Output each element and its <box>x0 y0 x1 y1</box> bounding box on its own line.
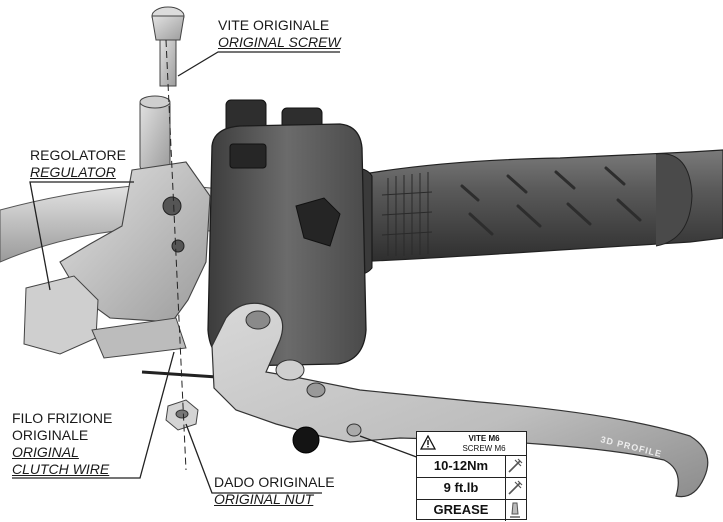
grease-tube-icon <box>510 502 520 518</box>
original-screw <box>151 6 185 87</box>
lubricant-value: GREASE <box>417 499 506 521</box>
original-nut <box>165 399 199 431</box>
spec-row-torque-ftlb: 9 ft.lb <box>417 477 526 500</box>
handlebar-grip <box>345 149 723 276</box>
regulator-label: REGOLATORE REGULATOR <box>30 147 126 181</box>
spec-screw-name-english: SCREW M6 <box>462 444 506 453</box>
spec-row-lubricant: GREASE <box>417 499 526 521</box>
screw-label: VITE ORIGINALE ORIGINAL SCREW <box>218 17 341 51</box>
clutch-wire-label-english-1: ORIGINAL <box>12 444 79 460</box>
clutch-wire-label-italian-1: FILO FRIZIONE <box>12 410 113 426</box>
spec-screw-name-italian: VITE M6 <box>468 434 500 443</box>
warning-icon <box>420 435 436 450</box>
screw-label-italian: VITE ORIGINALE <box>218 17 330 33</box>
assembly-axis-line <box>165 39 187 471</box>
clutch-perch <box>23 95 211 359</box>
regulator-label-english: REGULATOR <box>30 164 116 180</box>
nut-label: DADO ORIGINALE ORIGINAL NUT <box>214 474 335 508</box>
callout-line-nut <box>185 423 322 494</box>
nut-label-english: ORIGINAL NUT <box>214 491 314 507</box>
torque-spec-box: VITE M6 SCREW M6 10-12Nm 9 ft.lb GREASE <box>416 431 527 521</box>
clutch-wire-label: FILO FRIZIONE ORIGINALE ORIGINAL CLUTCH … <box>12 410 112 478</box>
callout-line-wire <box>12 351 175 479</box>
clutch-wire-label-english-2: CLUTCH WIRE <box>12 461 110 477</box>
torque-ftlb-value: 9 ft.lb <box>417 477 506 499</box>
regulator-label-italian: REGOLATORE <box>30 147 126 163</box>
screw-label-english: ORIGINAL SCREW <box>218 34 341 50</box>
clutch-wire-label-italian-2: ORIGINALE <box>12 427 89 443</box>
torque-nm-value: 10-12Nm <box>417 455 506 477</box>
nut-label-italian: DADO ORIGINALE <box>214 474 335 490</box>
torque-wrench-icon <box>508 480 523 495</box>
torque-wrench-icon <box>508 458 523 473</box>
spec-header: VITE M6 SCREW M6 <box>417 432 526 456</box>
callout-line-regulator <box>29 181 134 291</box>
callout-line-screw <box>177 51 340 77</box>
spec-row-torque-nm: 10-12Nm <box>417 455 526 478</box>
